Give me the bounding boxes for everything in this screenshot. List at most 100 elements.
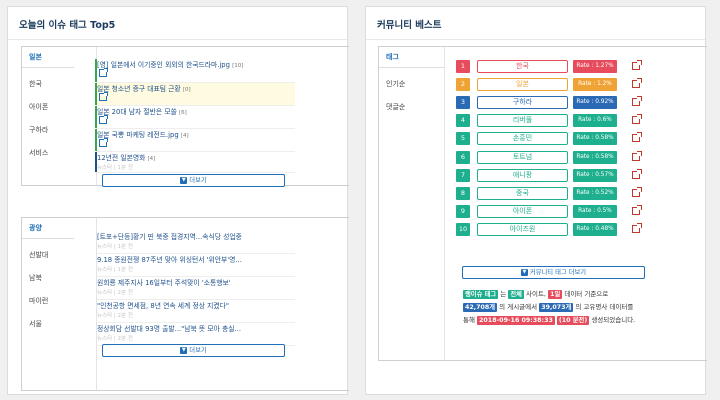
- tab-inter-korea[interactable]: 남북: [29, 274, 42, 282]
- news-title[interactable]: 12년전 일본영화: [97, 154, 146, 162]
- news-title[interactable]: [트포+단등]황기 띤 북중 접경지역...속식당 성업중: [97, 233, 242, 241]
- tab-iphone[interactable]: 아이폰: [29, 103, 49, 111]
- rank-number: 9: [456, 204, 470, 218]
- news-title[interactable]: 원희룡 제주지사 16일부터 주석맞이 '소통행보': [97, 279, 231, 287]
- tab-goohara[interactable]: 구하라: [29, 126, 49, 134]
- rank-tag-name[interactable]: 아이즈원: [477, 222, 568, 236]
- news-meta: 뉴스타 | 2분 전: [97, 313, 133, 319]
- news-title[interactable]: 일본 국뽕 마케팅 레전드.jpg: [97, 131, 179, 139]
- rank-tag-name[interactable]: 구하라: [477, 96, 568, 110]
- rank-rate: Rate : 0.58%: [573, 132, 617, 146]
- issue-tag-panel: 오늘의 이슈 태그 Top5 일본 한국 아이폰 구하라 서비스 [영] 일본에…: [7, 6, 350, 395]
- news-bar: [95, 106, 97, 128]
- tab-japan[interactable]: 일본: [22, 47, 74, 68]
- rank-tag-name[interactable]: 손흥민: [477, 132, 568, 146]
- external-link-icon[interactable]: [632, 132, 642, 143]
- info-badge: 1일: [548, 290, 563, 299]
- rank-rate: Rate : 0.5%: [573, 204, 617, 218]
- info-text: 데이터 기준으로: [564, 290, 609, 298]
- panel-title: 오늘의 이슈 태그 Top5: [8, 7, 347, 40]
- external-link-icon[interactable]: [632, 186, 642, 197]
- external-link-icon[interactable]: [632, 78, 642, 89]
- tab-mairun[interactable]: 마이런: [29, 297, 49, 305]
- chevron-down-icon: ▼: [520, 268, 528, 276]
- community-more-button[interactable]: ▼커뮤니티 태그 더보기: [462, 266, 645, 279]
- news-meta: 뉴스타 | 1분 전: [97, 244, 133, 250]
- news-meta: 뉴스타 | 1분 전: [97, 165, 133, 171]
- external-link-icon[interactable]: [632, 222, 642, 233]
- rank-number: 6: [456, 150, 470, 164]
- news-meta: 뉴스타 | 2분 전: [97, 290, 133, 296]
- external-link-icon[interactable]: [99, 115, 108, 124]
- external-link-icon[interactable]: [632, 204, 642, 215]
- news-title[interactable]: 9.18 종원전쟁 87주년 맞아 위싱턴서 '위안부'영...: [97, 256, 242, 264]
- news-item[interactable]: 일본 청소년 증구 대표팀 근황 [0]: [95, 83, 295, 106]
- external-link-icon[interactable]: [632, 150, 642, 161]
- news-list-1: [영] 일본에서 이기중인 외외의 한국드라마.jpg [10] 일본 청소년 …: [95, 47, 350, 187]
- rank-number: 10: [456, 222, 470, 236]
- rank-tag-name[interactable]: 한국: [477, 60, 568, 73]
- news-item[interactable]: 원희룡 제주지사 16일부터 주석맞이 '소통행보' 뉴스타 | 2분 전: [97, 277, 295, 300]
- rank-tag-name[interactable]: 중국: [477, 186, 568, 200]
- info-text: 의 게시글에서: [499, 303, 538, 311]
- external-link-icon[interactable]: [99, 92, 108, 101]
- tab-popular[interactable]: 인기순: [386, 80, 406, 88]
- more-label: 커뮤니티 태그 더보기: [529, 269, 587, 276]
- external-link-icon[interactable]: [99, 138, 108, 147]
- external-link-icon[interactable]: [632, 114, 642, 125]
- tab-tag[interactable]: 태그: [379, 47, 444, 68]
- info-badge: 랭이슈 태그: [463, 290, 499, 299]
- tab-gwangyang[interactable]: 광양: [22, 218, 74, 239]
- news-item[interactable]: 12년전 일본영화 [4] 뉴스타 | 1분 전: [95, 152, 295, 173]
- news-title[interactable]: 일본 20대 남자 절반은 모쏠: [97, 108, 177, 116]
- external-link-icon[interactable]: [632, 168, 642, 179]
- external-link-icon[interactable]: [632, 96, 642, 107]
- news-title[interactable]: [영] 일본에서 이기중인 외외의 한국드라마.jpg: [97, 61, 230, 69]
- news-title[interactable]: "인천공항 면세점, 8년 연속 세계 정상 지켰다": [97, 302, 230, 310]
- issue-box-1: 일본 한국 아이폰 구하라 서비스 [영] 일본에서 이기중인 외외의 한국드라…: [21, 46, 350, 187]
- more-button[interactable]: ▼더보기: [102, 174, 285, 187]
- rank-number: 2: [456, 78, 470, 92]
- tab-service[interactable]: 서비스: [29, 149, 49, 157]
- rank-rate: Rate : 0.57%: [573, 168, 617, 182]
- rank-tag-name[interactable]: 리버풀: [477, 114, 568, 128]
- info-badge: 39,073개: [539, 303, 574, 312]
- rank-row[interactable]: 7 애니팡 Rate : 0.57%: [456, 168, 642, 183]
- news-item[interactable]: "인천공항 면세점, 8년 연속 세계 정상 지켰다" 뉴스타 | 2분 전: [97, 300, 295, 323]
- news-item[interactable]: 정상회담 선발대 93명 출발..."남북 뜻 모아 충실... 뉴스타 | 2…: [97, 323, 295, 346]
- more-button[interactable]: ▼더보기: [102, 344, 285, 357]
- news-item[interactable]: 9.18 종원전쟁 87주년 맞아 위싱턴서 '위안부'영... 뉴스타 | 1…: [97, 254, 295, 277]
- rank-tag-name[interactable]: 토트넘: [477, 150, 568, 164]
- chevron-down-icon: ▼: [180, 176, 188, 184]
- rank-row[interactable]: 9 아이폰 Rate : 0.5%: [456, 204, 642, 219]
- more-label: 더보기: [189, 177, 207, 184]
- external-link-icon[interactable]: [99, 68, 108, 77]
- tab-seoul[interactable]: 서울: [29, 320, 42, 328]
- tab-advance-team[interactable]: 선발대: [29, 251, 49, 259]
- external-link-icon[interactable]: [632, 60, 642, 70]
- rank-rate: Rate : 0.52%: [573, 186, 617, 200]
- tag-tabs-1: 일본 한국 아이폰 구하라 서비스: [22, 47, 74, 165]
- rank-rate: Rate : 1.27%: [573, 60, 617, 73]
- tab-korea[interactable]: 한국: [29, 80, 42, 88]
- news-item[interactable]: [트포+단등]황기 띤 북중 접경지역...속식당 성업중 뉴스타 | 1분 전: [97, 231, 295, 254]
- news-item[interactable]: 일본 국뽕 마케팅 레전드.jpg [4]: [95, 129, 295, 152]
- news-item[interactable]: 일본 20대 남자 절반은 모쏠 [6]: [95, 106, 295, 129]
- news-bar: [95, 59, 97, 82]
- rank-tag-name[interactable]: 일본: [477, 78, 568, 92]
- news-item[interactable]: [영] 일본에서 이기중인 외외의 한국드라마.jpg [10]: [95, 59, 295, 83]
- news-title[interactable]: 일본 청소년 증구 대표팀 근황: [97, 85, 181, 93]
- rank-tag-name[interactable]: 애니팡: [477, 168, 568, 182]
- tab-comments[interactable]: 댓글순: [386, 103, 406, 111]
- news-title[interactable]: 정상회담 선발대 93명 출발..."남북 뜻 모아 충실...: [97, 325, 242, 333]
- rank-tag-name[interactable]: 아이폰: [477, 204, 568, 218]
- rank-number: 7: [456, 168, 470, 182]
